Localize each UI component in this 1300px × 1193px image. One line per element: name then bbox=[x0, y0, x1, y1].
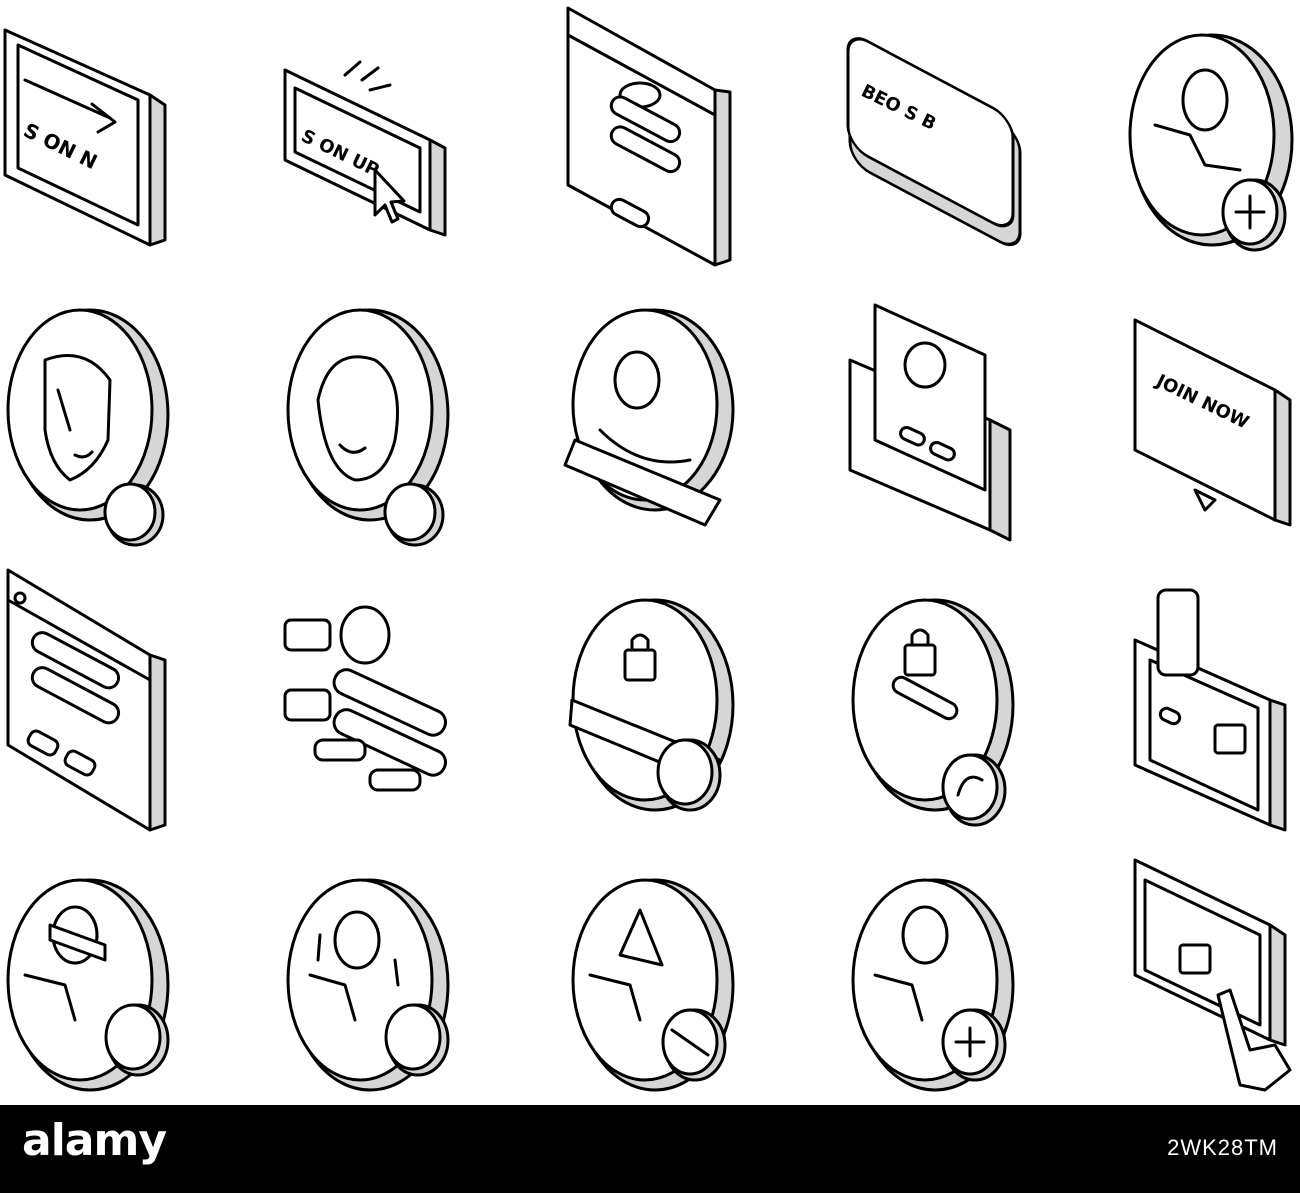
watermark-footer-bar: alamy 2WK28TM bbox=[0, 1105, 1300, 1193]
web-form-window-icon bbox=[6, 568, 167, 832]
add-user-icon bbox=[1128, 33, 1294, 252]
user-shield-icon bbox=[286, 878, 450, 1092]
laptop-profile-icon bbox=[848, 303, 1012, 542]
user-add-icon bbox=[851, 878, 1015, 1092]
user-badge-icon bbox=[563, 308, 735, 527]
female-user-avatar-icon bbox=[286, 308, 450, 547]
locked-account-icon bbox=[568, 598, 735, 812]
brand-logo: alamy bbox=[22, 1115, 167, 1166]
join-now-chat-icon: JOIN NOW bbox=[1133, 318, 1292, 527]
password-card-icon: BEO S B bbox=[846, 37, 1022, 247]
male-user-avatar-icon bbox=[6, 308, 170, 547]
sign-up-button-icon: S ON UP bbox=[283, 60, 447, 237]
tablet-unlock-touch-icon bbox=[1133, 858, 1292, 1092]
image-id-label: 2WK28TM bbox=[1167, 1135, 1278, 1160]
laptop-lock-icon bbox=[1133, 588, 1287, 832]
lock-refresh-icon bbox=[851, 598, 1015, 827]
sign-in-tablet-icon: S ON N bbox=[3, 28, 167, 247]
user-settings-blocks-icon bbox=[283, 605, 448, 792]
login-form-page-icon bbox=[566, 6, 732, 267]
isometric-icons-svg: S ON N S ON UP BEO S B bbox=[3, 6, 1294, 1092]
icon-set-artboard: S ON N S ON UP BEO S B bbox=[3, 6, 1294, 1092]
user-security-icon bbox=[6, 878, 170, 1092]
user-blocked-icon bbox=[571, 878, 735, 1092]
